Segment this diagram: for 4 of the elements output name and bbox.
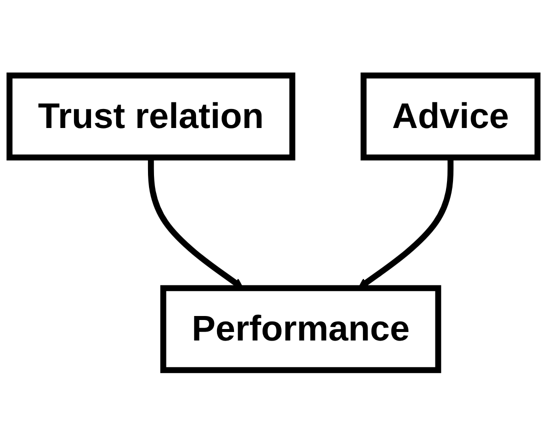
node-box: [6, 72, 296, 161]
flow-diagram: Trust relation Advice Performance: [0, 66, 547, 380]
node-box: [360, 72, 540, 161]
node-box: [160, 285, 442, 374]
